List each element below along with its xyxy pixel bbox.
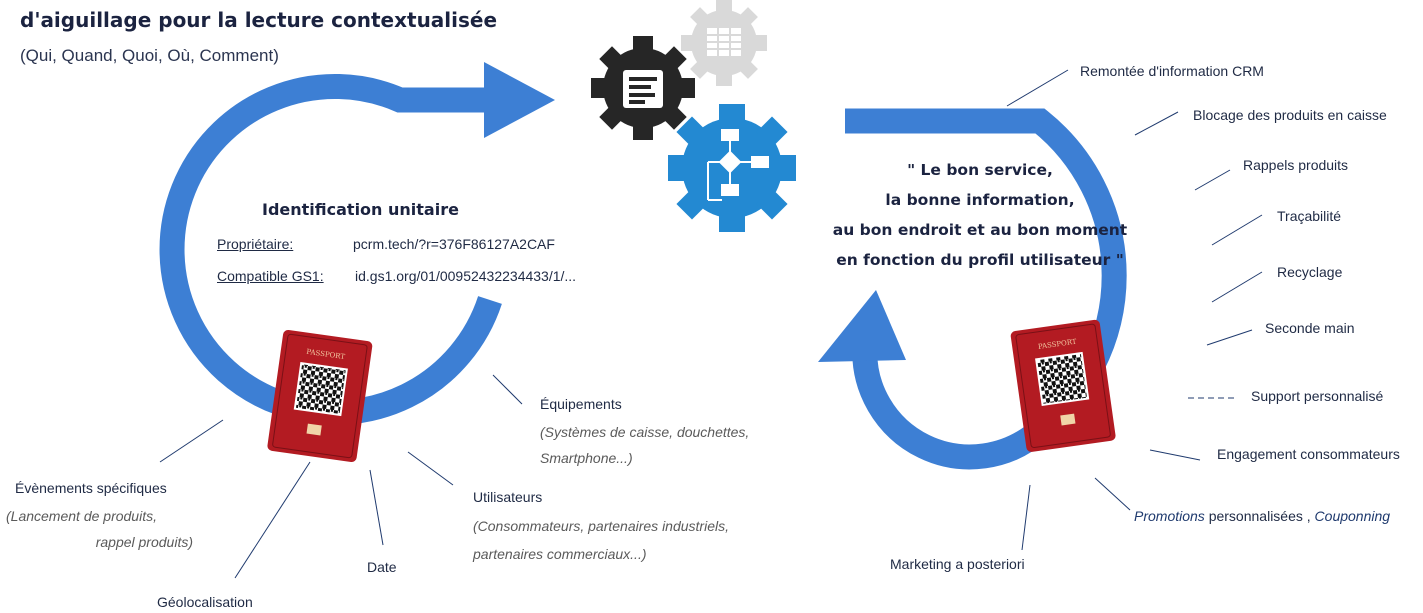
personnalisees-label: personnalisées , (1204, 508, 1315, 524)
service-seconde-main: Seconde main (1265, 320, 1355, 336)
document-gear-icon (591, 36, 695, 140)
quote-line-3: au bon endroit et au bon moment (832, 221, 1128, 239)
left-loop-arrow (159, 62, 555, 425)
gs1-label: Compatible GS1: (217, 268, 324, 284)
equipements-desc-2: Smartphone...) (540, 450, 633, 466)
service-marketing: Marketing a posteriori (890, 556, 1025, 572)
service-promotions: Promotions personnalisées , Couponning (1134, 508, 1390, 524)
right-leader-lines (1006, 69, 1263, 551)
passport-qr-icon: PASSPORT (1010, 319, 1116, 452)
flowchart-gear-icon (668, 104, 796, 232)
service-blocage: Blocage des produits en caisse (1193, 107, 1387, 123)
service-engagement: Engagement consommateurs (1217, 446, 1400, 462)
geolocalisation-label: Géolocalisation (157, 594, 253, 610)
gs1-url: id.gs1.org/01/00952432234433/1/... (355, 268, 577, 284)
evenements-desc-1: (Lancement de produits, (6, 508, 157, 524)
passport-qr-icon: PASSPORT (267, 329, 373, 463)
promotions-label: Promotions (1134, 508, 1205, 524)
utilisateurs-title: Utilisateurs (473, 489, 543, 505)
page-subtitle: (Qui, Quand, Quoi, Où, Comment) (20, 46, 279, 65)
equipements-desc-1: (Systèmes de caisse, douchettes, (540, 424, 750, 440)
service-tracabilite: Traçabilité (1277, 208, 1342, 224)
service-recyclage: Recyclage (1277, 264, 1343, 280)
quote-line-2: la bonne information, (885, 191, 1075, 209)
owner-url: pcrm.tech/?r=376F86127A2CAF (353, 236, 555, 252)
utilisateurs-desc-2: partenaires commerciaux...) (473, 546, 647, 562)
quote-line-4: en fonction du profil utilisateur " (836, 251, 1124, 269)
date-label: Date (367, 559, 397, 575)
quote-line-1: " Le bon service, (907, 161, 1053, 179)
evenements-desc-2: rappel produits) (95, 534, 193, 550)
table-gear-icon (681, 0, 767, 86)
service-crm: Remontée d'information CRM (1080, 63, 1264, 79)
utilisateurs-desc-1: (Consommateurs, partenaires industriels, (473, 518, 729, 534)
evenements-title: Évènements spécifiques (15, 480, 167, 496)
equipements-title: Équipements (540, 396, 622, 412)
identification-title: Identification unitaire (262, 200, 459, 219)
left-leader-lines (159, 374, 523, 579)
service-quote: " Le bon service, la bonne information, … (820, 155, 1140, 275)
service-rappels: Rappels produits (1243, 157, 1349, 173)
service-support: Support personnalisé (1251, 388, 1384, 404)
couponning-label: Couponning (1314, 508, 1391, 524)
owner-label: Propriétaire: (217, 236, 294, 252)
page-title: d'aiguillage pour la lecture contextuali… (20, 8, 498, 32)
